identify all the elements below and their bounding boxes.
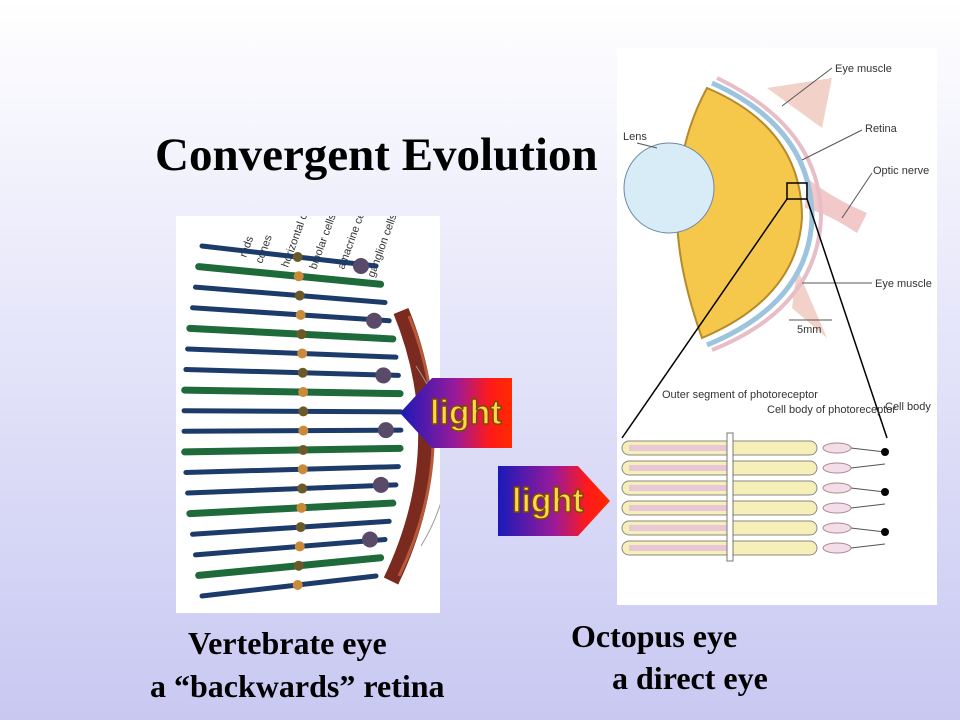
ganglion-cell <box>353 258 369 274</box>
axon <box>850 503 886 509</box>
cell-body <box>822 542 852 554</box>
label-eye-muscle-bottom: Eye muscle <box>875 278 932 290</box>
ganglion-cell <box>366 312 383 329</box>
optic-nerve <box>805 178 867 233</box>
label-rods: rods <box>238 234 257 259</box>
cell-body <box>822 442 852 454</box>
cell-body <box>822 462 852 474</box>
bipolar-cell <box>293 560 304 571</box>
ganglion-cell <box>377 422 394 439</box>
photoreceptor <box>195 263 385 288</box>
light-label-right: light <box>512 482 584 520</box>
photoreceptor <box>185 482 399 496</box>
photoreceptor-cells <box>181 243 404 599</box>
photoreceptor <box>186 324 397 343</box>
axon <box>850 543 886 549</box>
bipolar-cell <box>294 290 305 301</box>
octopus-eye-subcaption: a direct eye <box>612 660 768 696</box>
cell-body <box>822 482 852 494</box>
label-outer-segment: Outer segment of photoreceptor <box>662 389 818 401</box>
eye-muscle-top <box>767 78 832 128</box>
light-arrow-left: light <box>400 378 512 448</box>
bipolar-cell <box>298 425 309 436</box>
photoreceptor <box>192 284 388 305</box>
bipolar-cell <box>297 483 308 494</box>
cell-body <box>822 522 852 534</box>
bipolar-cell <box>292 580 303 590</box>
label-cones: cones <box>254 233 275 265</box>
label-eye-muscle-top: Eye muscle <box>835 63 892 75</box>
neuron-node <box>881 448 889 456</box>
bipolar-cell <box>298 444 309 455</box>
octopus-eye-image: Eye muscle Lens Retina Optic nerve Eye m… <box>617 48 937 605</box>
photoreceptor-rows <box>621 432 889 562</box>
neuron-node <box>881 488 889 496</box>
outer-segment <box>629 445 729 451</box>
bipolar-cell <box>293 271 304 282</box>
bipolar-cell <box>292 252 303 262</box>
outer-segment <box>629 465 729 471</box>
bipolar-cell <box>296 502 307 513</box>
octopus-retina-layer <box>706 80 815 348</box>
photoreceptor <box>181 408 404 415</box>
axon <box>850 527 886 533</box>
membrane-bar <box>726 432 734 562</box>
bipolar-cell <box>296 329 307 340</box>
bipolar-cell <box>295 522 306 533</box>
photoreceptor <box>199 573 379 599</box>
photoreceptor <box>199 243 379 269</box>
cell-body <box>822 502 852 514</box>
axon <box>850 463 886 469</box>
photoreceptor <box>195 554 385 579</box>
retina-membrane <box>383 307 435 585</box>
photoreceptor <box>186 499 397 518</box>
slide-title: Convergent Evolution <box>155 129 598 181</box>
outer-segment <box>629 485 729 491</box>
photoreceptor <box>183 367 401 378</box>
bipolar-cell <box>298 406 309 417</box>
ganglion-cell <box>375 367 392 384</box>
outer-segment <box>629 505 729 511</box>
bipolar-cell <box>297 367 308 378</box>
vertebrate-eye-subcaption: a “backwards” retina <box>150 668 445 704</box>
bipolar-cell <box>295 309 306 320</box>
label-cell-body-photoreceptor: Cell body of photoreceptor <box>767 404 896 416</box>
photoreceptor <box>183 464 401 475</box>
label-ganglion-cells: ganglion cells <box>366 216 400 279</box>
bipolar-cell <box>294 541 305 552</box>
photoreceptor <box>190 305 392 324</box>
label-scale: 5mm <box>797 324 821 336</box>
axon <box>850 487 886 493</box>
light-label-left: light <box>430 394 502 432</box>
ganglion-cell <box>372 476 389 493</box>
ganglion-cell <box>362 531 379 548</box>
bipolar-cell <box>297 464 308 475</box>
vertebrate-eye-caption: Vertebrate eye <box>188 625 387 661</box>
light-arrow-right: light <box>498 466 610 536</box>
label-cell-body: Cell body <box>885 401 931 413</box>
axon <box>850 447 886 453</box>
octopus-eye-caption: Octopus eye <box>571 618 738 654</box>
lens <box>623 142 715 234</box>
label-retina: Retina <box>865 123 898 135</box>
label-optic-nerve: Optic nerve <box>873 165 929 177</box>
photoreceptor <box>190 518 392 537</box>
neuron-node <box>881 528 889 536</box>
photoreceptor <box>181 386 404 398</box>
photoreceptor <box>181 427 404 434</box>
photoreceptor <box>181 444 404 456</box>
magnified-region-box <box>786 182 808 200</box>
outer-segment <box>629 545 729 551</box>
photoreceptor <box>192 537 388 558</box>
photoreceptor <box>185 346 399 360</box>
label-outer-segment-text: Outer segment of photoreceptor <box>662 389 818 401</box>
bipolar-cell <box>297 348 308 359</box>
outer-segment <box>629 525 729 531</box>
label-lens: Lens <box>623 131 647 143</box>
bipolar-cell <box>298 387 309 398</box>
